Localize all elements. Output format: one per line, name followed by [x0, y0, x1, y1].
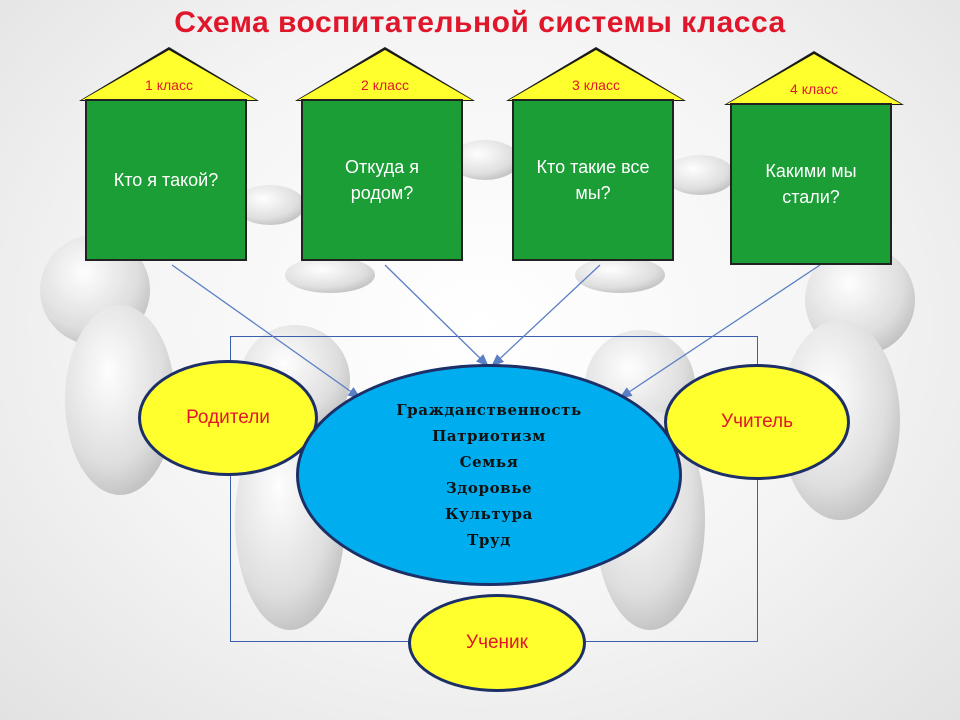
- house-class-2: 2 класс Откуда я родом?: [295, 47, 475, 265]
- arrow-class-2: [384, 264, 489, 367]
- house-question: Откуда я родом?: [301, 99, 463, 261]
- diagram-title: Схема воспитательной системы класса: [174, 6, 786, 39]
- arrow-class-4: [618, 264, 821, 399]
- house-grade-label: 2 класс: [361, 77, 409, 93]
- house-class-1: 1 класс Кто я такой?: [79, 47, 259, 265]
- value-labor: Труд: [467, 531, 511, 549]
- parents-label: Родители: [186, 407, 270, 428]
- value-culture: Культура: [445, 505, 533, 523]
- value-patriotism: Патриотизм: [432, 427, 546, 445]
- house-class-4: 4 класс Какими мы стали?: [724, 51, 904, 269]
- house-question: Какими мы стали?: [730, 103, 892, 265]
- arrow-class-1: [171, 264, 362, 399]
- house-question: Кто такие все мы?: [512, 99, 674, 261]
- value-citizenship: Гражданственность: [396, 401, 582, 419]
- student-ellipse: Ученик: [408, 594, 586, 692]
- value-family: Семья: [459, 453, 519, 471]
- teacher-ellipse: Учитель: [664, 364, 850, 480]
- student-label: Ученик: [466, 632, 528, 653]
- house-grade-label: 4 класс: [790, 81, 838, 97]
- class-values-ellipse: Гражданственность Патриотизм Семья Здоро…: [296, 364, 682, 586]
- house-question: Кто я такой?: [85, 99, 247, 261]
- house-grade-label: 1 класс: [145, 77, 193, 93]
- teacher-label: Учитель: [721, 411, 793, 432]
- parents-ellipse: Родители: [138, 360, 318, 476]
- house-grade-label: 3 класс: [572, 77, 620, 93]
- arrow-class-3: [491, 264, 601, 367]
- house-class-3: 3 класс Кто такие все мы?: [506, 47, 686, 265]
- value-health: Здоровье: [445, 479, 533, 497]
